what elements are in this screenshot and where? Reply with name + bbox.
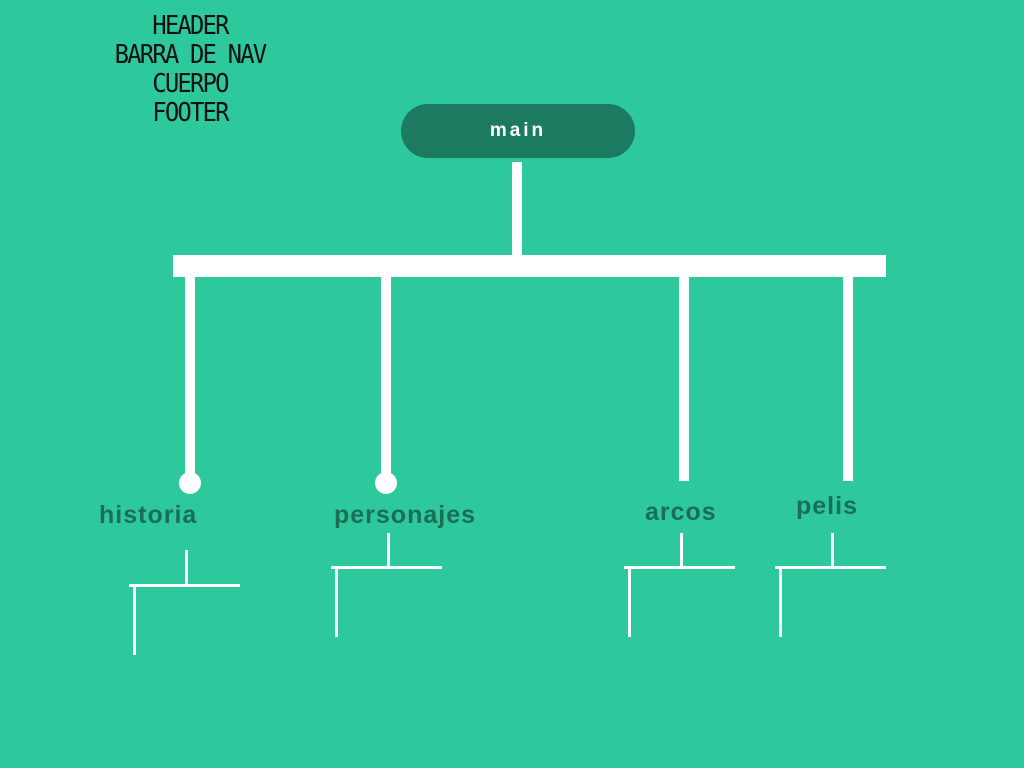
sub-leg-personajes bbox=[335, 569, 338, 637]
note-line: FOOTER bbox=[152, 98, 229, 128]
sub-connector-arcos bbox=[624, 533, 735, 637]
sub-leg-pelis bbox=[779, 569, 782, 637]
sub-bar-arcos bbox=[624, 566, 735, 569]
note-line: BARRA DE NAV bbox=[114, 40, 268, 70]
branch-end-dot-historia bbox=[179, 472, 201, 494]
child-label-personajes: personajes bbox=[334, 501, 477, 529]
sub-bar-historia bbox=[129, 584, 240, 587]
tree-connectors bbox=[129, 162, 886, 655]
sub-connector-pelis bbox=[775, 533, 886, 637]
note-line: CUERPO bbox=[152, 69, 229, 99]
branch-bus-line bbox=[173, 255, 886, 277]
sub-bar-pelis bbox=[775, 566, 886, 569]
trunk-line bbox=[512, 162, 522, 256]
child-label-historia: historia bbox=[99, 501, 198, 529]
child-label-pelis: pelis bbox=[796, 492, 858, 520]
branch-end-dot-personajes bbox=[375, 472, 397, 494]
sub-stem-historia bbox=[185, 550, 188, 585]
sub-connector-personajes bbox=[331, 533, 442, 637]
branch-line-pelis bbox=[843, 277, 853, 481]
sub-leg-arcos bbox=[628, 569, 631, 637]
sub-stem-arcos bbox=[680, 533, 683, 567]
branch-line-historia bbox=[185, 277, 195, 475]
note-line: HEADER bbox=[152, 11, 229, 41]
branch-line-personajes bbox=[381, 277, 391, 475]
branch-line-arcos bbox=[679, 277, 689, 481]
sub-stem-pelis bbox=[831, 533, 834, 567]
sub-leg-historia bbox=[133, 587, 136, 655]
sub-bar-personajes bbox=[331, 566, 442, 569]
sub-connector-historia bbox=[129, 550, 240, 655]
root-node-label: main bbox=[489, 120, 547, 141]
sub-stem-personajes bbox=[387, 533, 390, 567]
child-label-arcos: arcos bbox=[645, 498, 717, 526]
handwritten-notes: HEADER BARRA DE NAV CUERPO FOOTER bbox=[98, 12, 282, 128]
root-node-main: main bbox=[401, 104, 635, 158]
